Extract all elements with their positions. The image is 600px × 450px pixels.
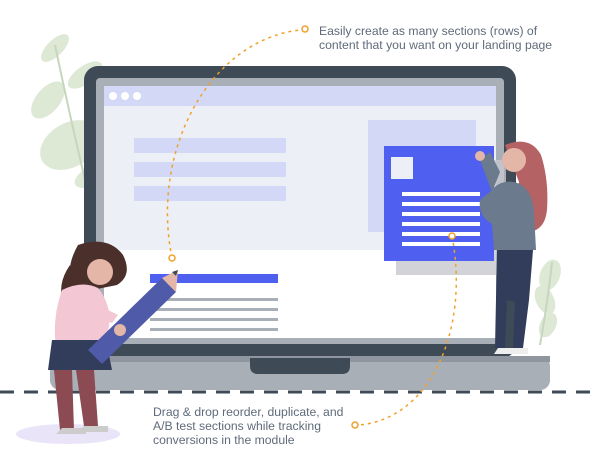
woman-left-figure: [16, 241, 178, 444]
text-line: [150, 298, 278, 301]
pencil-icon: [82, 270, 178, 370]
text-line: [150, 308, 278, 311]
text-line: [150, 328, 278, 331]
section-header-bar: [150, 274, 278, 283]
text-line: [150, 318, 278, 321]
plant-right-decoration: [534, 259, 561, 346]
placeholder-row: [134, 162, 286, 177]
laptop: [50, 66, 550, 390]
callout-text-line: Drag & drop reorder, duplicate, and: [153, 405, 344, 419]
window-dot: [133, 92, 141, 100]
callout-connector-bottom: [351, 232, 458, 429]
window-dot: [121, 92, 129, 100]
callout-connector-top: [166, 25, 309, 262]
callout-text-line: Easily create as many sections (rows) of: [319, 24, 538, 38]
placeholder-row: [134, 186, 286, 201]
callout-text-line: conversions in the module: [153, 433, 295, 447]
card-image-placeholder: [391, 157, 413, 179]
trackpad-notch: [250, 358, 350, 374]
callout-text-line: content that you want on your landing pa…: [319, 38, 553, 52]
placeholder-row: [134, 138, 286, 153]
callout-drag-drop: Drag & drop reorder, duplicate, and A/B …: [153, 405, 343, 447]
window-dot: [109, 92, 117, 100]
woman-right-figure: [475, 141, 548, 354]
callout-text-line: A/B test sections while tracking: [153, 419, 321, 433]
browser-bar: [104, 86, 496, 106]
callout-sections: Easily create as many sections (rows) of…: [319, 24, 552, 52]
